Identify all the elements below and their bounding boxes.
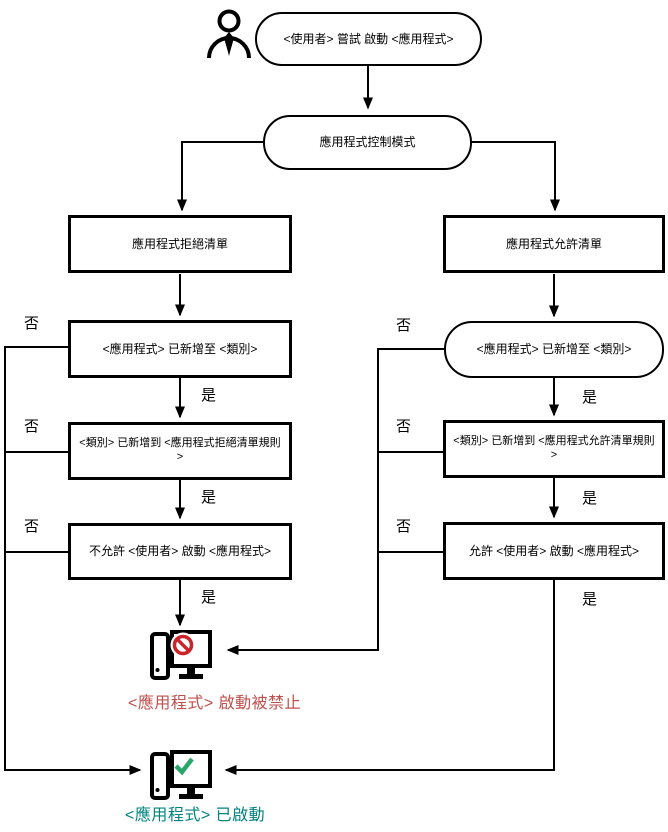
node-label: 允許 <使用者> 啟動 <應用程式> [468,543,640,558]
node-label: 不允許 <使用者> 啟動 <應用程式> [88,544,272,558]
edge-label-no: 否 [24,418,40,435]
edge-label-no: 否 [396,518,412,535]
edge-label-yes: 是 [582,389,598,406]
checkmark-icon [174,757,194,776]
started-result-label: <應用程式> 已啟動 [125,807,266,824]
computer-app-blocked-icon [150,630,212,682]
node-category-in-allowlist-rule: <類別> 已新增到 <應用程式允許清單規則> [443,420,665,478]
edge-label-no: 否 [24,315,40,332]
node-label: <應用程式> 已新增至 <類別> [102,341,258,356]
node-category-in-denylist-rule: <類別> 已新增到 <應用程式拒絕清單規則> [68,422,292,480]
computer-app-started-icon [150,750,212,802]
blocked-result-label: <應用程式> 啟動被禁止 [128,695,302,712]
node-app-control-mode: 應用程式控制模式 [263,115,472,170]
prohibition-icon [172,634,194,656]
node-user-tries-start-app: <使用者> 嘗試 啟動 <應用程式> [255,12,482,66]
node-allow-app-added-to-category: <應用程式> 已新增至 <類別> [444,321,664,378]
edge-label-no: 否 [24,518,40,535]
node-label: 應用程式控制模式 [319,135,416,149]
node-app-allowlist: 應用程式允許清單 [443,215,665,273]
node-user-allowed-to-start: 允許 <使用者> 啟動 <應用程式> [443,522,665,580]
node-app-denylist: 應用程式拒絕清單 [68,215,292,273]
node-label: 應用程式拒絕清單 [131,236,228,251]
edge-label-yes: 是 [201,387,217,404]
user-actor-icon [205,8,253,60]
node-label: <使用者> 嘗試 啟動 <應用程式> [283,31,454,46]
edge-label-yes: 是 [582,490,598,507]
edge-label-no: 否 [396,418,412,435]
node-label: <應用程式> 已新增至 <類別> [476,342,632,356]
node-label: 應用程式允許清單 [505,236,602,251]
node-label: <類別> 已新增到 <應用程式允許清單規則> [453,435,655,461]
node-user-not-allowed-to-start: 不允許 <使用者> 啟動 <應用程式> [68,523,292,580]
node-label: <類別> 已新增到 <應用程式拒絕清單規則> [79,437,281,463]
edge-label-yes: 是 [582,591,598,608]
edge-label-no: 否 [396,317,412,334]
edge-label-yes: 是 [201,589,217,606]
edge-label-yes: 是 [201,489,217,506]
node-deny-app-added-to-category: <應用程式> 已新增至 <類別> [68,320,292,378]
